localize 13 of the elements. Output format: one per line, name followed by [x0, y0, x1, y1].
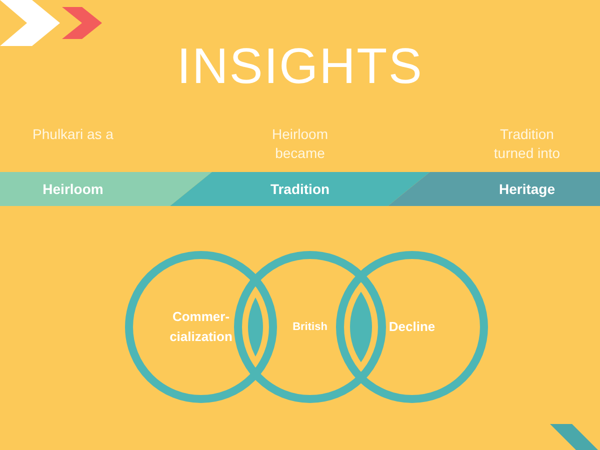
- title: INSIGHTS: [176, 37, 424, 96]
- circle-label: Decline: [388, 318, 436, 336]
- circle-label: Commer- cialization: [168, 308, 234, 346]
- caption-text: Tradition turned into: [492, 125, 562, 163]
- segment-label: Tradition: [269, 180, 331, 199]
- circle-label: British: [292, 320, 328, 335]
- ring-circle: [234, 251, 386, 403]
- segment-label: Heritage: [498, 180, 556, 199]
- caption-text: Heirloom became: [270, 125, 329, 163]
- ring-circle: [125, 251, 277, 403]
- caption-text: Phulkari as a: [32, 125, 114, 144]
- ring-circle: [336, 251, 488, 403]
- banner-segment: [170, 172, 430, 206]
